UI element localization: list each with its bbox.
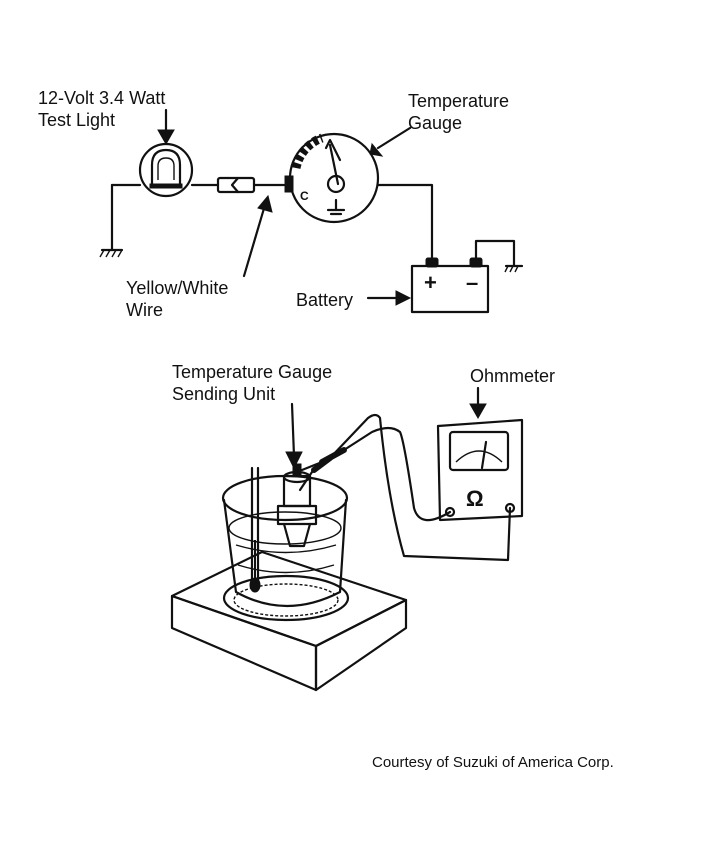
thermometer <box>249 466 261 593</box>
sending-unit-label-line1: Temperature Gauge <box>172 362 332 382</box>
wire-gauge-to-battery <box>376 183 434 264</box>
sending-unit-label-line2: Sending Unit <box>172 384 275 404</box>
sending-unit-arrow <box>285 402 303 470</box>
ground-symbol-left <box>99 183 124 258</box>
gauge-label-arrow <box>369 126 412 157</box>
test-light-label-line1: 12-Volt 3.4 Watt <box>38 88 165 108</box>
ground-symbol-right <box>474 239 524 273</box>
wire-label-line2: Wire <box>126 300 163 320</box>
temperature-gauge: C <box>284 132 380 224</box>
test-leads <box>298 413 512 562</box>
credit-text: Courtesy of Suzuki of America Corp. <box>372 754 614 771</box>
battery-label: Battery <box>296 290 353 310</box>
gauge-label-line1: Temperature <box>408 91 509 111</box>
gauge-label-line2: Gauge <box>408 113 462 133</box>
battery-label-arrow <box>366 290 412 306</box>
sending-unit-test-setup: Ω Temperature Gauge Sending Unit Ohmmete… <box>170 362 555 692</box>
battery: + – <box>410 257 490 314</box>
wire-label-line1: Yellow/White <box>126 278 228 298</box>
wire-connector <box>216 176 286 194</box>
wire-label-arrow <box>242 194 273 278</box>
battery-plus-sign: + <box>424 270 437 295</box>
water-beaker <box>221 474 349 607</box>
sending-unit <box>276 463 318 548</box>
ohmmeter-arrow <box>469 386 487 420</box>
test-light-arrow <box>157 108 175 146</box>
gauge-test-circuit: C + – <box>38 88 524 320</box>
test-light-label-line2: Test Light <box>38 110 115 130</box>
svg-text:C: C <box>300 189 309 203</box>
battery-minus-sign: – <box>466 270 478 295</box>
ohm-symbol: Ω <box>466 486 484 511</box>
test-light-bulb <box>138 142 194 198</box>
ohmmeter-label: Ohmmeter <box>470 366 555 386</box>
ohmmeter: Ω <box>436 418 524 522</box>
